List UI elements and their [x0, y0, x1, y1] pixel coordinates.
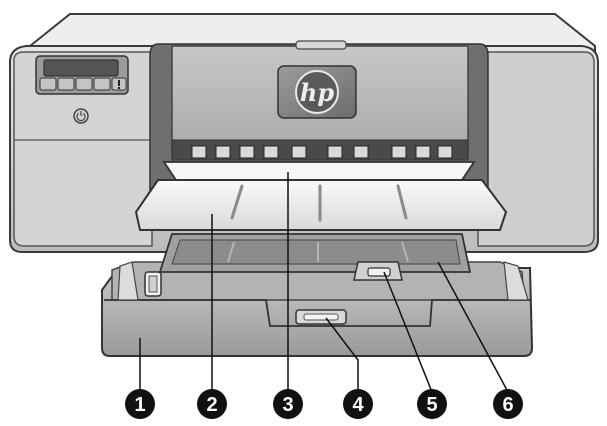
tray-left-wall [117, 261, 139, 301]
tray-front-lip [104, 299, 530, 327]
leader-lines [139, 172, 509, 393]
leader-line-4 [325, 317, 359, 392]
leader-line-6 [437, 261, 509, 393]
alert-button[interactable] [111, 77, 127, 91]
callout-3: 3 [273, 389, 303, 419]
panel-button-3[interactable] [75, 77, 93, 91]
callout-number: 2 [206, 394, 217, 416]
door-handle[interactable] [295, 40, 347, 50]
ink-cartridge[interactable] [415, 145, 431, 159]
callout-number: 5 [426, 394, 437, 416]
hp-logo-text: hp [300, 78, 334, 107]
right-side-panel [477, 51, 595, 247]
panel-buttons [39, 77, 127, 91]
main-tray-length-guide[interactable] [295, 309, 347, 325]
callout-6: 6 [493, 389, 523, 419]
ink-cartridge[interactable] [263, 145, 279, 159]
ink-cartridge[interactable] [191, 145, 207, 159]
ink-cartridge[interactable] [327, 145, 343, 159]
control-panel-display [43, 59, 119, 77]
photo-tray-ribs [227, 241, 409, 263]
ink-cartridge[interactable] [353, 145, 369, 159]
ink-cartridges [191, 145, 453, 159]
panel-button-1[interactable] [39, 77, 57, 91]
power-icon [76, 111, 86, 122]
callout-number: 1 [134, 394, 145, 416]
ink-cartridge[interactable] [391, 145, 407, 159]
callout-4: 4 [343, 389, 373, 419]
photo-tray-inner [171, 239, 461, 265]
ink-cartridge[interactable] [239, 145, 255, 159]
callouts: 1 2 3 4 5 6 [125, 389, 523, 419]
output-tray[interactable] [162, 161, 476, 181]
callout-number: 6 [502, 394, 513, 416]
paper-width-guide[interactable] [144, 271, 162, 297]
photo-tray-length-guide[interactable] [353, 261, 403, 281]
callout-5: 5 [417, 389, 447, 419]
tray-right-wall [503, 261, 529, 301]
callout-1: 1 [125, 389, 155, 419]
exclamation-icon [118, 80, 120, 89]
panel-button-4[interactable] [93, 77, 111, 91]
ink-cartridge[interactable] [291, 145, 307, 159]
ink-cartridge[interactable] [437, 145, 453, 159]
ink-cartridge[interactable] [215, 145, 231, 159]
tray-ribs [230, 184, 408, 222]
callout-2: 2 [197, 389, 227, 419]
callout-number: 3 [282, 394, 293, 416]
leader-line-5 [383, 271, 433, 393]
power-button[interactable] [73, 108, 89, 124]
left-panel [13, 51, 153, 247]
panel-button-2[interactable] [57, 77, 75, 91]
callout-number: 4 [352, 394, 364, 416]
hp-logo: hp [277, 65, 357, 119]
